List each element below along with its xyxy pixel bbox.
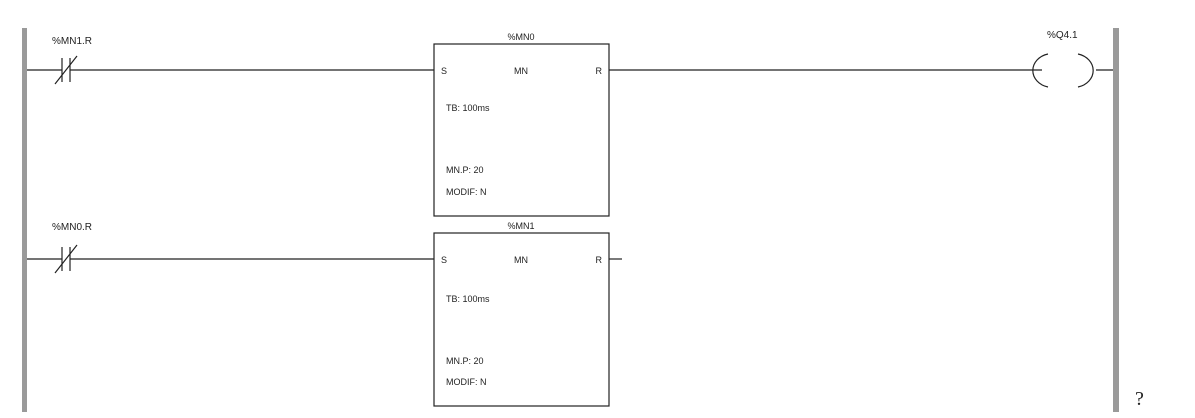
rung-2: %MN0.R %MN1 S MN R TB: 100ms MN.P: 20 MO… xyxy=(27,221,622,407)
block-mn0-modif: MODIF: N xyxy=(446,187,487,197)
rung-1-coil-label: %Q4.1 xyxy=(1047,30,1078,41)
rung-1-contact-slash xyxy=(54,55,78,85)
rung-2-contact-label: %MN0.R xyxy=(52,222,92,233)
rung-2-contact-slash xyxy=(54,244,78,274)
block-mn1-type: MN xyxy=(514,255,528,265)
block-mn1-name: %MN1 xyxy=(507,221,534,231)
block-mn1-frame xyxy=(433,232,610,407)
block-mn1-preset: MN.P: 20 xyxy=(446,356,484,366)
rung-1-coil-right-arc xyxy=(1077,53,1094,88)
left-power-rail xyxy=(22,28,27,412)
block-mn0-tb: TB: 100ms xyxy=(446,103,490,113)
block-mn1[interactable]: %MN1 S MN R TB: 100ms MN.P: 20 MODIF: N xyxy=(433,221,610,407)
rung-1-coil[interactable] xyxy=(1032,53,1094,88)
block-mn1-tb: TB: 100ms xyxy=(446,294,490,304)
rung-1: %MN1.R %MN0 S MN R TB: 100ms MN.P: 20 MO… xyxy=(27,30,1113,217)
trailing-question-mark: ? xyxy=(1135,388,1144,410)
rung-1-coil-left-arc xyxy=(1032,53,1049,88)
block-mn1-input-s: S xyxy=(441,255,447,265)
block-mn0-preset: MN.P: 20 xyxy=(446,165,484,175)
right-power-rail xyxy=(1113,28,1119,412)
block-mn1-output-r: R xyxy=(596,255,603,265)
block-mn0-input-s: S xyxy=(441,66,447,76)
block-mn0-output-r: R xyxy=(596,66,603,76)
block-mn0-name: %MN0 xyxy=(507,32,534,42)
block-mn0-type: MN xyxy=(514,66,528,76)
block-mn1-modif: MODIF: N xyxy=(446,377,487,387)
block-mn0[interactable]: %MN0 S MN R TB: 100ms MN.P: 20 MODIF: N xyxy=(433,32,610,217)
block-mn0-frame xyxy=(433,43,610,217)
rung-1-contact-label: %MN1.R xyxy=(52,36,92,47)
